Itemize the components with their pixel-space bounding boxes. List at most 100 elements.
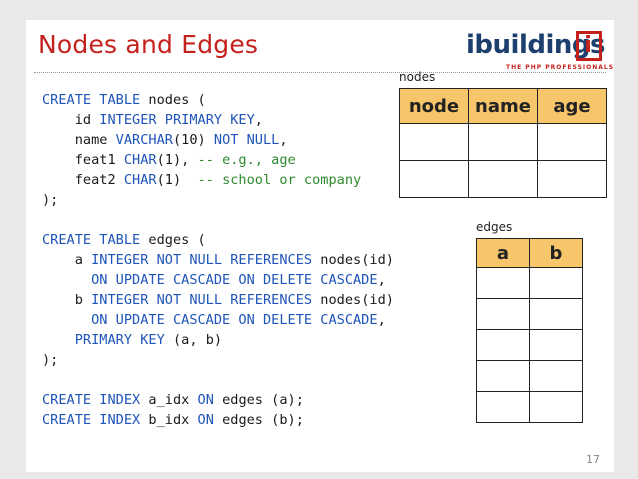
code-text: feat2 bbox=[42, 172, 124, 188]
page-number: 17 bbox=[586, 453, 600, 466]
table-cell bbox=[468, 123, 538, 161]
code-keyword: CREATE TABLE bbox=[42, 92, 141, 108]
column-header-b: b bbox=[529, 238, 583, 268]
slide-title: Nodes and Edges bbox=[38, 30, 259, 59]
code-text: (1), bbox=[156, 152, 198, 168]
code-text: edges (b); bbox=[213, 412, 304, 428]
slide: Nodes and Edges ibuildings i THE PHP PRO… bbox=[26, 20, 614, 472]
code-text: edges ( bbox=[140, 232, 206, 248]
code-text: , bbox=[279, 132, 288, 148]
table-cell bbox=[529, 267, 583, 299]
edges-table-label: edges bbox=[476, 220, 513, 234]
code-line: b INTEGER NOT NULL REFERENCES nodes(id) bbox=[42, 292, 394, 308]
code-keyword: ON UPDATE CASCADE ON DELETE CASCADE bbox=[91, 312, 378, 328]
table-cell bbox=[529, 298, 583, 330]
nodes-table-label: nodes bbox=[399, 70, 436, 84]
table-cell bbox=[476, 298, 530, 330]
ibuildings-logo: ibuildings i THE PHP PROFESSIONALS bbox=[456, 30, 616, 76]
code-line: PRIMARY KEY (a, b) bbox=[42, 332, 222, 348]
table-cell bbox=[537, 123, 607, 161]
table-row bbox=[476, 267, 583, 299]
code-text: nodes(id) bbox=[312, 292, 394, 308]
table-row bbox=[399, 160, 607, 198]
table-cell bbox=[399, 160, 469, 198]
sql-code-block: CREATE TABLE nodes ( id INTEGER PRIMARY … bbox=[42, 90, 394, 430]
table-cell bbox=[537, 160, 607, 198]
code-text: a_idx bbox=[140, 392, 198, 408]
code-keyword: ON bbox=[197, 412, 214, 428]
code-text: ); bbox=[42, 352, 59, 368]
table-cell bbox=[529, 391, 583, 423]
code-keyword: CHAR bbox=[123, 152, 157, 168]
table-row bbox=[399, 123, 607, 161]
code-line: ON UPDATE CASCADE ON DELETE CASCADE, bbox=[42, 272, 386, 288]
code-text: (a, b) bbox=[164, 332, 223, 348]
logo-text: ibuildings bbox=[466, 30, 605, 60]
code-text: feat1 bbox=[42, 152, 124, 168]
code-line: ); bbox=[42, 192, 58, 208]
code-keyword: ON bbox=[197, 392, 214, 408]
code-text: (1) bbox=[156, 172, 198, 188]
logo-bracket-letter: i bbox=[584, 33, 592, 58]
code-text: name bbox=[42, 132, 116, 148]
column-header-age: age bbox=[537, 88, 607, 124]
table-cell bbox=[399, 123, 469, 161]
logo-tagline: THE PHP PROFESSIONALS bbox=[506, 64, 615, 71]
code-line: name VARCHAR(10) NOT NULL, bbox=[42, 132, 288, 148]
logo-bracket-icon: i bbox=[576, 31, 602, 61]
code-text: , bbox=[254, 112, 263, 128]
table-cell bbox=[529, 329, 583, 361]
code-line: CREATE TABLE edges ( bbox=[42, 232, 206, 248]
code-keyword: CHAR bbox=[123, 172, 157, 188]
code-keyword: CREATE TABLE bbox=[42, 232, 141, 248]
code-text: ); bbox=[42, 192, 59, 208]
code-text bbox=[42, 312, 91, 328]
table-cell bbox=[476, 360, 530, 392]
code-keyword: INTEGER NOT NULL REFERENCES bbox=[91, 292, 313, 308]
code-keyword: ON UPDATE CASCADE ON DELETE CASCADE bbox=[91, 272, 378, 288]
table-cell bbox=[476, 391, 530, 423]
code-text: id bbox=[42, 112, 100, 128]
table-row bbox=[476, 391, 583, 423]
code-text: b bbox=[42, 292, 92, 308]
table-row bbox=[476, 360, 583, 392]
code-text bbox=[42, 332, 75, 348]
table-row bbox=[476, 298, 583, 330]
code-keyword: NOT NULL bbox=[213, 132, 280, 148]
table-cell bbox=[476, 267, 530, 299]
code-keyword: INTEGER NOT NULL REFERENCES bbox=[91, 252, 313, 268]
table-cell bbox=[468, 160, 538, 198]
title-divider bbox=[34, 72, 606, 73]
code-line: CREATE INDEX b_idx ON edges (b); bbox=[42, 412, 304, 428]
code-text: , bbox=[377, 272, 386, 288]
code-comment: -- school or company bbox=[197, 172, 362, 188]
code-comment: -- e.g., age bbox=[197, 152, 296, 168]
code-line: a INTEGER NOT NULL REFERENCES nodes(id) bbox=[42, 252, 394, 268]
code-text: nodes(id) bbox=[312, 252, 394, 268]
code-line: id INTEGER PRIMARY KEY, bbox=[42, 112, 263, 128]
table-row bbox=[476, 329, 583, 361]
code-line: ON UPDATE CASCADE ON DELETE CASCADE, bbox=[42, 312, 386, 328]
column-header-name: name bbox=[468, 88, 538, 124]
code-text bbox=[42, 272, 91, 288]
column-header-a: a bbox=[476, 238, 530, 268]
code-keyword: CREATE INDEX bbox=[42, 412, 141, 428]
code-line: ); bbox=[42, 352, 58, 368]
code-line: feat1 CHAR(1), -- e.g., age bbox=[42, 152, 296, 168]
code-text: a bbox=[42, 252, 92, 268]
column-header-node: node bbox=[399, 88, 469, 124]
code-keyword: CREATE INDEX bbox=[42, 392, 141, 408]
code-text: , bbox=[377, 312, 386, 328]
code-keyword: PRIMARY KEY bbox=[74, 332, 165, 348]
table-cell bbox=[529, 360, 583, 392]
code-text: edges (a); bbox=[213, 392, 304, 408]
code-line: CREATE TABLE nodes ( bbox=[42, 92, 206, 108]
code-line: CREATE INDEX a_idx ON edges (a); bbox=[42, 392, 304, 408]
code-text: nodes ( bbox=[140, 92, 206, 108]
code-keyword: VARCHAR bbox=[115, 132, 173, 148]
table-cell bbox=[476, 329, 530, 361]
code-text: (10) bbox=[172, 132, 214, 148]
code-keyword: INTEGER PRIMARY KEY bbox=[99, 112, 255, 128]
